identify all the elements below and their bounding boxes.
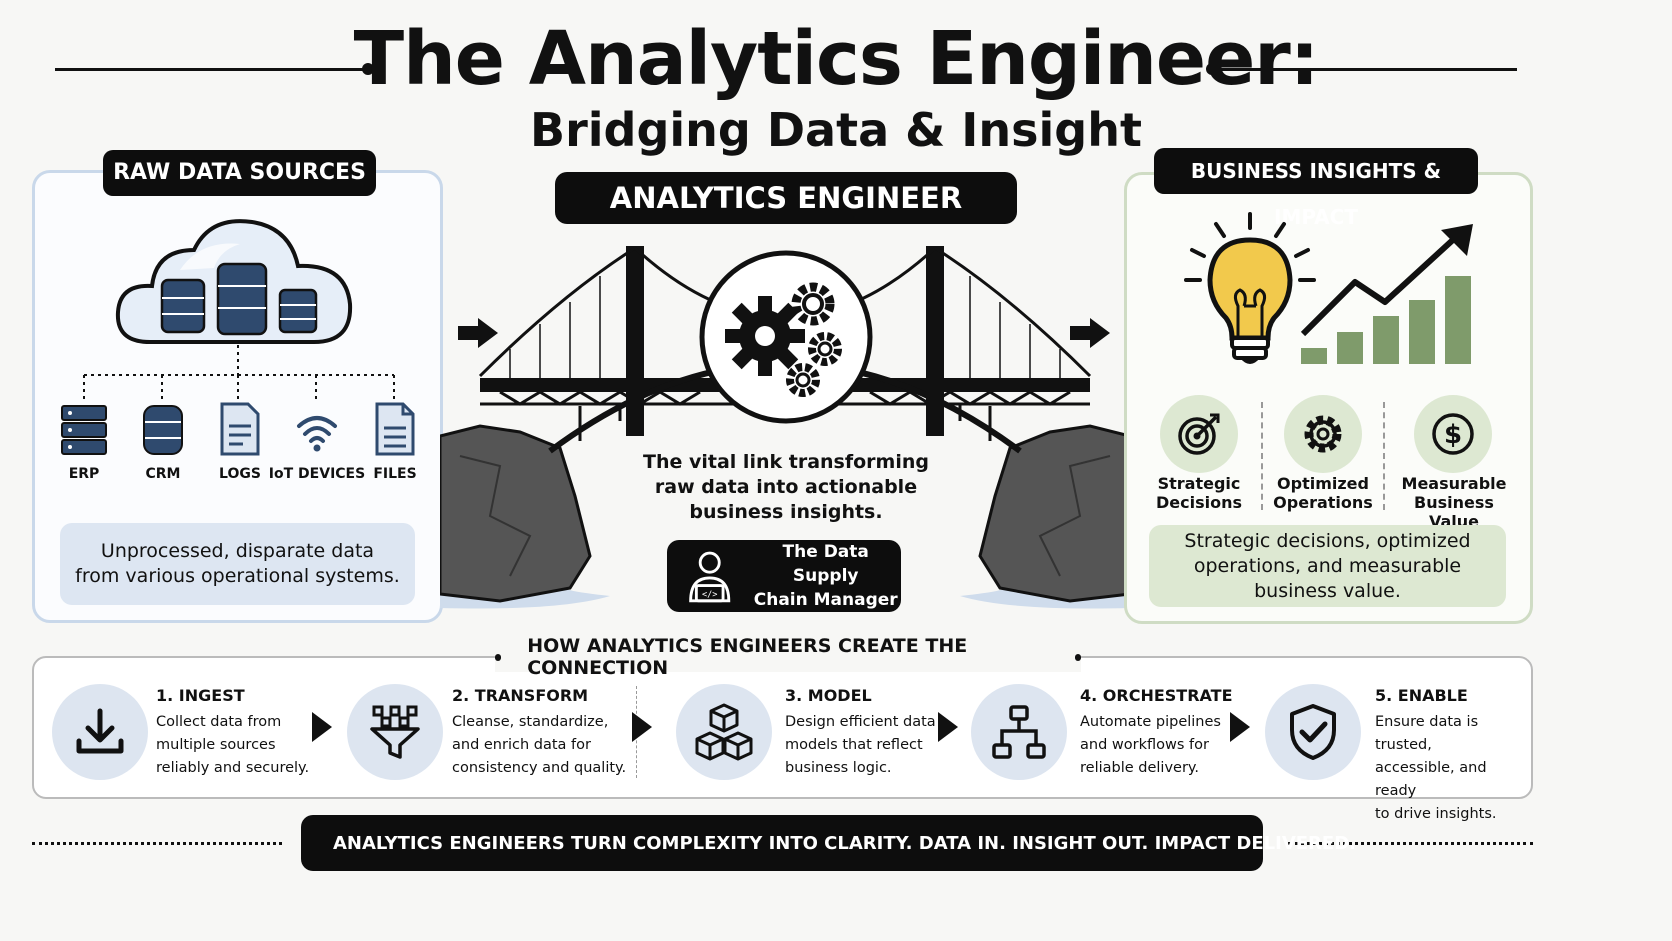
- page-title: The Analytics Engineer:: [353, 16, 1320, 102]
- step-orchestrate-circle: [971, 684, 1067, 780]
- arrow-right-icon: [458, 318, 498, 348]
- document-icon: [220, 402, 260, 456]
- heading-dot: [1074, 653, 1082, 661]
- step-arrow-icon: [1230, 712, 1250, 742]
- bridge-illustration: [440, 246, 1130, 609]
- step-transform: 2. TRANSFORM Cleanse, standardize, and e…: [452, 686, 627, 776]
- footer-dots-right: [1288, 842, 1533, 845]
- source-connector-lines: [83, 345, 395, 400]
- title-rule-left-dot: [362, 63, 374, 75]
- svg-text:$: $: [1444, 420, 1462, 450]
- supply-chain-badge: </> The Data Supply Chain Manager: [667, 540, 901, 612]
- workflow-icon: [992, 705, 1046, 759]
- engineer-tagline: The vital link transforming raw data int…: [643, 451, 929, 523]
- step-arrow-icon: [312, 712, 332, 742]
- growth-chart-icon: [1300, 224, 1473, 364]
- left-cliff: [440, 424, 592, 603]
- benefit-value: $: [1414, 395, 1492, 473]
- benefit-divider: [1383, 402, 1385, 510]
- page-subtitle: Bridging Data & Insight: [530, 103, 1142, 157]
- step-model-circle: [676, 684, 772, 780]
- engineer-heading: ANALYTICS ENGINEER: [555, 172, 1017, 224]
- raw-sources-heading: RAW DATA SOURCES: [103, 150, 376, 196]
- step-arrow-icon: [632, 712, 652, 742]
- svg-text:</>: </>: [702, 590, 718, 600]
- step-orchestrate: 4. ORCHESTRATE Automate pipelines and wo…: [1080, 686, 1233, 776]
- database-icon: [160, 262, 318, 336]
- process-heading: HOW ANALYTICS ENGINEERS CREATE THE CONNE…: [527, 635, 968, 679]
- dollar-icon: $: [1432, 413, 1474, 455]
- arrow-right-icon: [1070, 318, 1110, 348]
- gear-icon: [786, 282, 842, 397]
- benefit-optimized: [1284, 395, 1362, 473]
- right-cliff: [978, 424, 1130, 603]
- source-label-erp: ERP: [68, 466, 100, 482]
- lightbulb-icon: [1184, 212, 1316, 364]
- step-arrow-icon: [938, 712, 958, 742]
- source-label-files: FILES: [373, 466, 417, 482]
- title-rule-left: [55, 68, 367, 71]
- gears-emblem: [699, 250, 873, 424]
- step-ingest: 1. INGEST Collect data from multiple sou…: [156, 686, 310, 776]
- footer-banner: ANALYTICS ENGINEERS TURN COMPLEXITY INTO…: [301, 815, 1356, 871]
- footer-banner-text: ANALYTICS ENGINEERS TURN COMPLEXITY INTO…: [333, 832, 1356, 854]
- download-icon: [76, 708, 124, 754]
- process-heading-wrap: HOW ANALYTICS ENGINEERS CREATE THE CONNE…: [495, 635, 1082, 679]
- target-icon: [1178, 413, 1220, 455]
- title-rule-right-dot: [1206, 63, 1218, 75]
- footer-dots-left: [32, 842, 282, 845]
- step-enable-circle: [1265, 684, 1361, 780]
- benefit-divider: [1261, 402, 1263, 510]
- cloud-database-illustration: [115, 219, 353, 344]
- gear-icon: [1304, 415, 1342, 453]
- heading-dot: [495, 653, 502, 661]
- file-icon: [375, 402, 415, 456]
- wifi-icon: [297, 416, 337, 452]
- cubes-icon: [695, 703, 753, 761]
- database-icon: [143, 405, 183, 455]
- step-model: 3. MODEL Design efficient data models th…: [785, 686, 936, 776]
- source-label-iot: IoT DEVICES: [268, 466, 366, 482]
- source-label-logs: LOGS: [219, 466, 261, 482]
- server-icon: [61, 405, 107, 455]
- funnel-icon: [370, 705, 420, 759]
- step-enable: 5. ENABLE Ensure data is trusted, access…: [1375, 686, 1497, 822]
- source-label-crm: CRM: [145, 466, 181, 482]
- shield-check-icon: [1290, 704, 1336, 760]
- benefit-strategic: [1160, 395, 1238, 473]
- step-ingest-circle: [52, 684, 148, 780]
- gear-icon: [725, 296, 805, 376]
- developer-icon: </>: [689, 551, 731, 603]
- title-rule-right: [1212, 68, 1517, 71]
- step-transform-circle: [347, 684, 443, 780]
- insights-heading: BUSINESS INSIGHTS & IMPACT: [1154, 148, 1478, 229]
